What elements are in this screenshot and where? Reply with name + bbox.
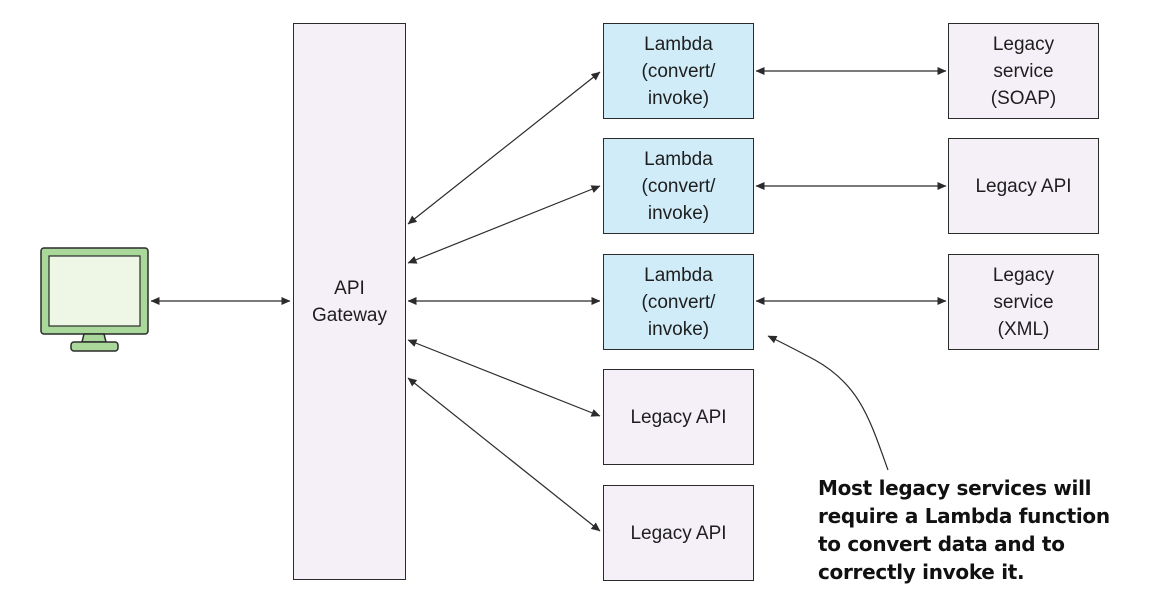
lambda-label: Lambda (convert/ invoke) bbox=[641, 264, 716, 340]
legacy-api-box-direct-2: Legacy API bbox=[603, 485, 754, 581]
annotation-pointer-arrow bbox=[767, 335, 889, 471]
lambda-box-2: Lambda (convert/ invoke) bbox=[603, 138, 754, 234]
legacy-api-label: Legacy API bbox=[630, 406, 727, 428]
api-gateway-label: API Gateway bbox=[312, 277, 387, 326]
annotation-text: Most legacy services will require a Lamb… bbox=[818, 476, 1110, 584]
lambda-label: Lambda (convert/ invoke) bbox=[641, 148, 716, 224]
annotation-callout: Most legacy services will require a Lamb… bbox=[818, 474, 1118, 586]
client-computer-icon bbox=[40, 247, 149, 352]
legacy-service-xml-label: Legacy service (XML) bbox=[992, 264, 1055, 340]
lambda-box-3: Lambda (convert/ invoke) bbox=[603, 254, 754, 350]
lambda-label: Lambda (convert/ invoke) bbox=[641, 33, 716, 109]
api-gateway-box: API Gateway bbox=[293, 23, 406, 580]
legacy-service-xml-box: Legacy service (XML) bbox=[948, 254, 1099, 350]
legacy-api-label: Legacy API bbox=[630, 522, 727, 544]
connector-gateway-lambda-2 bbox=[407, 185, 601, 264]
lambda-box-1: Lambda (convert/ invoke) bbox=[603, 23, 754, 119]
legacy-api-label: Legacy API bbox=[975, 175, 1072, 197]
legacy-service-soap-label: Legacy service (SOAP) bbox=[990, 33, 1057, 109]
legacy-service-soap-box: Legacy service (SOAP) bbox=[948, 23, 1099, 119]
legacy-api-box-direct-1: Legacy API bbox=[603, 369, 754, 465]
legacy-api-box: Legacy API bbox=[948, 138, 1099, 234]
connector-gateway-legacy-api-2 bbox=[407, 377, 601, 532]
connector-gateway-lambda-1 bbox=[407, 71, 601, 225]
connector-gateway-legacy-api-1 bbox=[407, 339, 601, 417]
